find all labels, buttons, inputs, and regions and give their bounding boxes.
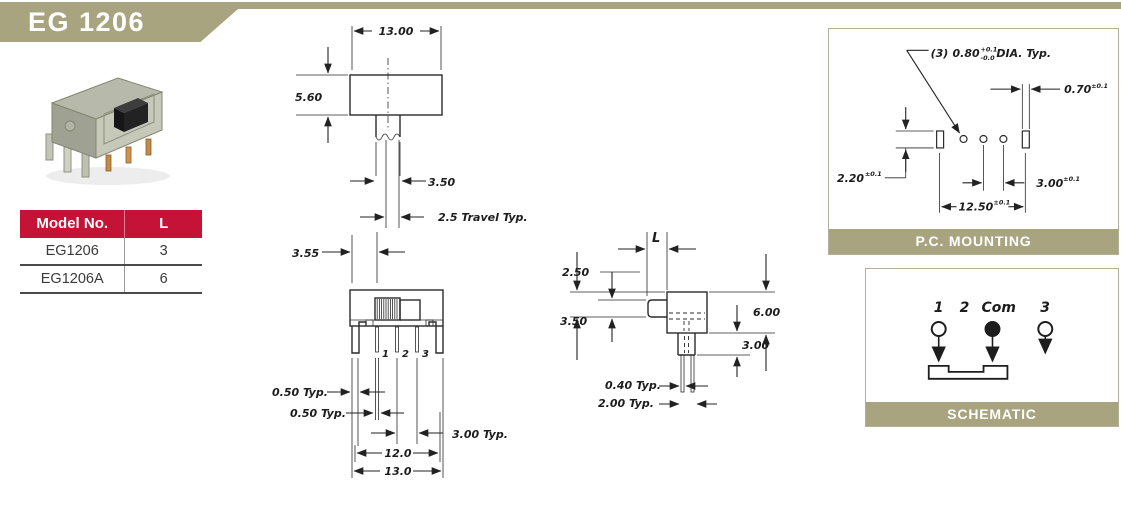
schematic-drawing: 1 2 Com 3 (927, 300, 1054, 380)
terminal-3 (1037, 321, 1054, 337)
table-row: EG1206 3 (20, 238, 202, 266)
dim-row-offset-tol: ±0.1 (865, 170, 882, 178)
dim-pin-pitch: 3.00 Typ. (452, 428, 508, 441)
hole-note-prefix: (3) (931, 47, 949, 60)
pin-label-2: 2 (402, 349, 409, 360)
model-banner: EG 1206 (0, 2, 246, 42)
model-table: Model No. L EG1206 3 EG1206A 6 (20, 210, 202, 294)
dimension-drawings: 13.00 5.60 3.50 2.5 Travel Typ. 3.55 (272, 25, 780, 478)
dim-tab-width: 2.00 Typ. (598, 397, 654, 410)
hole-note-tol-plus: +0.1 (980, 45, 997, 53)
dim-hole-pitch: 3.00 (1036, 177, 1063, 190)
dim-actuator-length: L (652, 231, 660, 246)
dim-slot-width: 0.70 (1064, 83, 1091, 96)
table-header-model: Model No. (36, 215, 109, 232)
pc-mounting-title: P.C. MOUNTING (829, 229, 1118, 254)
dim-knob-depth: 3.50 (560, 315, 587, 328)
pc-mounting-drawing: (3) 0.80 +0.1 -0.0 DIA. Typ. 0.70 ±0.1 (837, 45, 1108, 214)
hole-note-value: 0.80 (953, 47, 980, 60)
hole-note-suffix: DIA. Typ. (996, 47, 1051, 60)
schematic-label-com: Com (982, 300, 1016, 316)
dim-top-width: 13.00 (379, 25, 414, 38)
page-title: EG 1206 (28, 7, 146, 37)
photo-shadow (46, 167, 170, 185)
dim-row-offset: 2.20 (837, 172, 864, 185)
pin-label-3: 3 (422, 349, 429, 360)
dim-travel: 2.5 Travel Typ. (438, 211, 528, 224)
schematic-panel: 1 2 Com 3 SCHEMATIC (865, 268, 1119, 427)
dim-base-height: 3.00 (742, 339, 769, 352)
dim-leg-width: 0.50 Typ. (272, 386, 328, 399)
dim-span-inner: 12.0 (384, 447, 411, 460)
pin-label-1: 1 (382, 349, 389, 360)
product-photo (45, 77, 170, 185)
contact-bar (927, 364, 1009, 380)
schematic-label-2: 2 (960, 300, 970, 316)
cell-model: EG1206 (45, 243, 99, 259)
top-rule (0, 2, 1121, 9)
cell-l: 3 (124, 238, 202, 264)
switch-pins (105, 138, 152, 172)
dim-span-tol: ±0.1 (993, 199, 1010, 207)
dim-slot-width-tol: ±0.1 (1091, 82, 1108, 90)
terminal-1 (930, 321, 947, 337)
table-header-row: Model No. L (20, 210, 202, 238)
dim-span: 12.50 (959, 201, 994, 214)
switch-knob (114, 98, 148, 132)
top-view-drawing: 13.00 5.60 3.50 2.5 Travel Typ. (295, 25, 528, 228)
table-row: EG1206A 6 (20, 266, 202, 294)
dim-offset: 3.55 (292, 247, 319, 260)
dim-knob-height: 2.50 (562, 266, 589, 279)
dim-span-outer: 13.0 (384, 465, 411, 478)
dim-pin-width: 0.50 Typ. (290, 407, 346, 420)
dim-pin-thickness: 0.40 Typ. (605, 379, 661, 392)
schematic-label-3: 3 (1040, 300, 1050, 316)
dim-top-height: 5.60 (295, 91, 322, 104)
dim-body-height: 6.00 (753, 306, 780, 319)
terminal-com (984, 321, 1001, 337)
schematic-label-1: 1 (934, 300, 944, 316)
cell-model: EG1206A (40, 271, 104, 287)
cell-l: 6 (124, 266, 202, 292)
pc-mounting-panel: (3) 0.80 +0.1 -0.0 DIA. Typ. 0.70 ±0.1 (828, 28, 1119, 255)
table-header-l: L (124, 210, 202, 238)
dim-knob-width: 3.50 (428, 176, 455, 189)
schematic-title: SCHEMATIC (866, 402, 1118, 426)
side-view-drawing: L 2.50 3.50 6.00 3.00 (560, 231, 780, 410)
switch-legs (45, 133, 90, 178)
dim-hole-pitch-tol: ±0.1 (1063, 175, 1080, 183)
front-view-drawing: 3.55 1 2 3 0.50 Typ. 0.50 Typ. (272, 232, 508, 478)
hole-note-tol-minus: -0.0 (980, 54, 995, 62)
